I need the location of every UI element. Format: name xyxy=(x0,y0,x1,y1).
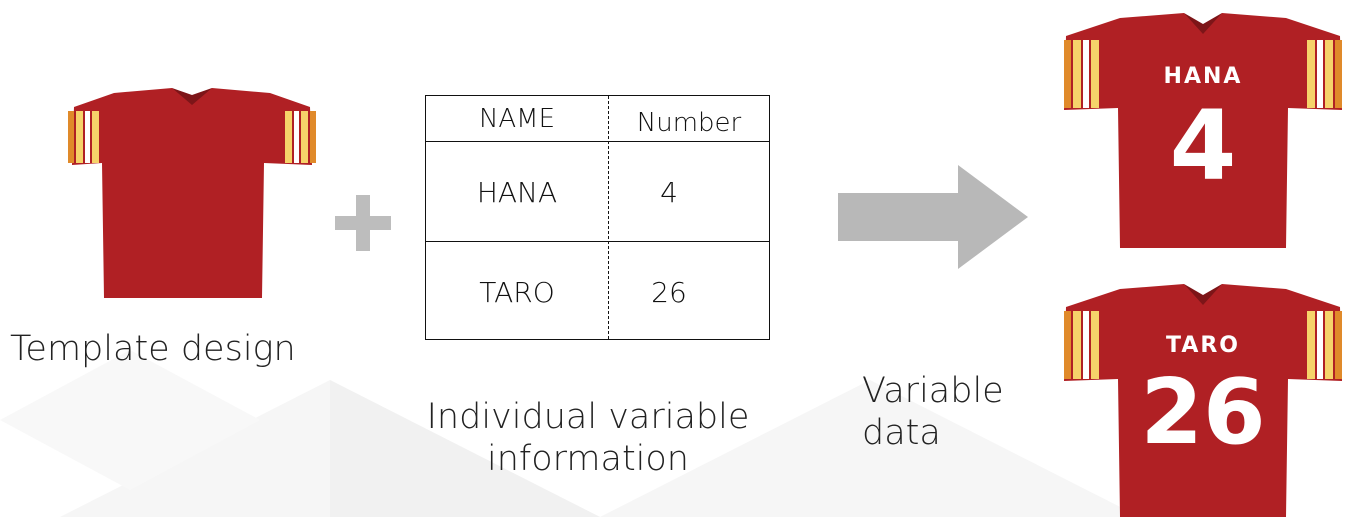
jersey-hana: HANA 4 xyxy=(1062,12,1344,250)
output-caption-line2: data xyxy=(862,413,941,453)
jersey-number: 4 xyxy=(1169,90,1237,202)
jersey-name: HANA xyxy=(1163,64,1243,89)
arrow-right-icon xyxy=(838,165,1028,269)
header-number: Number xyxy=(636,108,742,138)
table-caption-line1: Individual variable xyxy=(426,397,750,437)
table-caption: Individual variable information xyxy=(388,396,788,480)
output-caption-line1: Variable xyxy=(862,371,1004,411)
jersey-taro: TARO 26 xyxy=(1062,283,1344,517)
plus-icon xyxy=(335,195,391,251)
row-1-name: HANA xyxy=(476,176,558,209)
header-name: NAME xyxy=(478,104,556,134)
table-caption-line2: information xyxy=(486,439,689,479)
template-shirt-icon xyxy=(68,88,316,298)
jersey-name: TARO xyxy=(1166,333,1240,358)
row-1-number: 4 xyxy=(660,176,678,209)
jersey-shirt-icon xyxy=(1064,13,1342,248)
jersey-shirt-icon xyxy=(1064,284,1342,517)
row-2-name: TARO xyxy=(479,276,555,309)
row-2-number: 26 xyxy=(651,276,687,309)
variable-table: NAME Number HANA 4 TARO 26 xyxy=(425,95,770,340)
jersey-number: 26 xyxy=(1140,360,1266,465)
output-caption: Variable data xyxy=(862,370,1004,454)
template-caption: Template design xyxy=(10,329,296,369)
